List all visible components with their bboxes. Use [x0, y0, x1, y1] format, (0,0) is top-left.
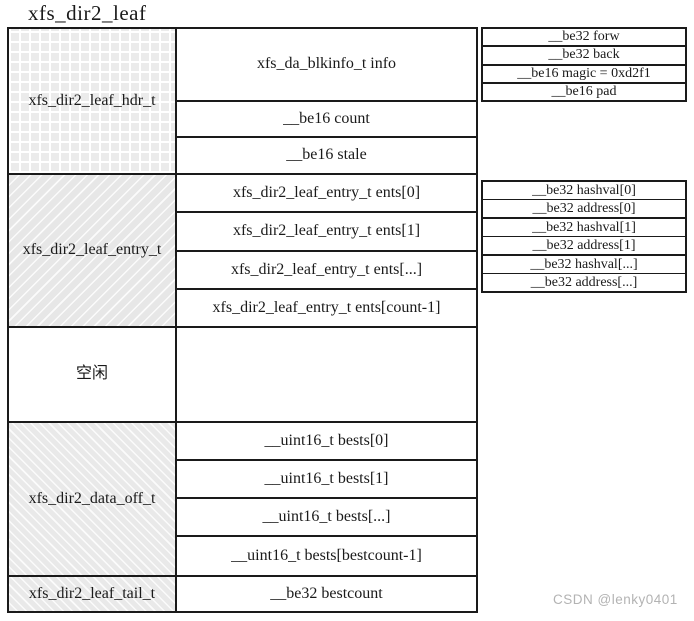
- left-section-data-off: xfs_dir2_data_off_t: [9, 423, 177, 577]
- watermark: CSDN @lenky0401: [553, 592, 678, 607]
- left-section-free: 空闲: [9, 328, 177, 423]
- subfield-hashval-dots: __be32 hashval[...]: [483, 254, 685, 273]
- subfield-address-0: __be32 address[0]: [483, 199, 685, 217]
- subfield-hashval-1: __be32 hashval[1]: [483, 217, 685, 236]
- main-table: xfs_dir2_leaf_hdr_t xfs_dir2_leaf_entry_…: [7, 27, 478, 613]
- field-bests-1: __uint16_t bests[1]: [177, 461, 476, 499]
- field-ents-1: xfs_dir2_leaf_entry_t ents[1]: [177, 213, 476, 252]
- subfield-hashval-0: __be32 hashval[0]: [532, 182, 636, 198]
- subfield-address-1: __be32 address[1]: [483, 236, 685, 254]
- field-bests-last: __uint16_t bests[bestcount-1]: [177, 537, 476, 577]
- field-bests-0: __uint16_t bests[0]: [177, 423, 476, 461]
- structure-table: xfs_dir2_leaf_hdr_t xfs_dir2_leaf_entry_…: [7, 27, 694, 621]
- subfield-pad: __be16 pad: [483, 81, 685, 100]
- left-section-leaf-tail: xfs_dir2_leaf_tail_t: [9, 577, 177, 611]
- subfield-back: __be32 back: [483, 45, 685, 63]
- subfield-address-dots: __be32 address[...]: [483, 273, 685, 291]
- field-free-space: [177, 328, 476, 423]
- left-section-leaf-entry: xfs_dir2_leaf_entry_t: [9, 175, 177, 328]
- field-stale: __be16 stale: [177, 138, 476, 175]
- leaf-entry-subfields-box: __be32 hashval[0] __be32 address[0] __be…: [481, 180, 687, 293]
- subfield-magic: __be16 magic = 0xd2f1: [483, 63, 685, 82]
- field-bestcount: __be32 bestcount: [177, 577, 476, 611]
- diagram-title: xfs_dir2_leaf: [28, 1, 147, 25]
- field-ents-last: xfs_dir2_leaf_entry_t ents[count-1]: [177, 290, 476, 328]
- field-info: xfs_da_blkinfo_t info: [177, 29, 476, 102]
- blkinfo-subfields-box: __be32 forw __be32 back __be16 magic = 0…: [481, 27, 687, 102]
- field-count: __be16 count: [177, 102, 476, 138]
- left-section-leaf-hdr: xfs_dir2_leaf_hdr_t: [9, 29, 177, 175]
- field-ents-dots: xfs_dir2_leaf_entry_t ents[...]: [177, 252, 476, 290]
- field-ents-0: xfs_dir2_leaf_entry_t ents[0]: [177, 175, 476, 213]
- field-bests-dots: __uint16_t bests[...]: [177, 499, 476, 537]
- subfield-forw: __be32 forw: [548, 29, 620, 45]
